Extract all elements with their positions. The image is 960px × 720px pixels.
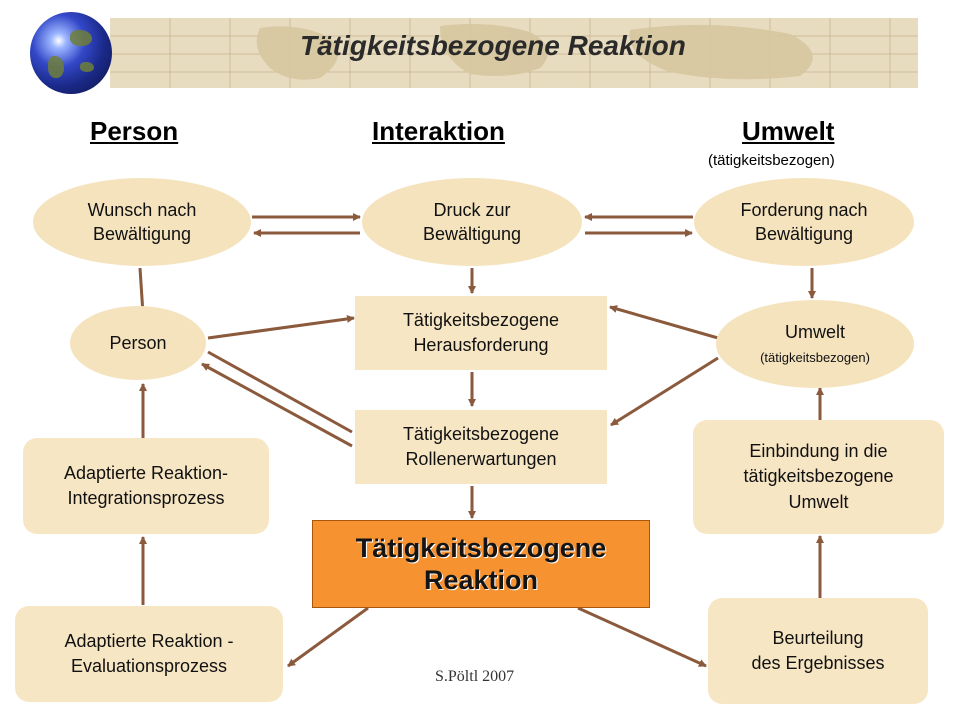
node-integrationsprozess: Adaptierte Reaktion- Integrationsprozess	[23, 438, 269, 534]
node-label: Reaktion	[423, 565, 539, 595]
arrow-umwelt-to-herausforderung	[609, 305, 719, 340]
arrow-rollen-to-person	[201, 362, 353, 448]
column-subheader-umwelt: (tätigkeitsbezogen)	[708, 152, 835, 169]
node-label: Druck zur	[433, 199, 511, 220]
column-header-person: Person	[90, 116, 179, 146]
column-header-umwelt: Umwelt	[742, 116, 835, 146]
arrow-reaktion-to-evaluation	[287, 606, 369, 668]
node-label: Evaluationsprozess	[70, 656, 228, 676]
arrow-person-to-herausforderung	[207, 314, 355, 340]
node-label: Tätigkeitsbezogene	[355, 532, 607, 563]
node-label: Herausforderung	[413, 335, 549, 355]
node-label: Adaptierte Reaktion -	[64, 630, 234, 651]
node-evaluationsprozess: Adaptierte Reaktion - Evaluationsprozess	[15, 606, 283, 702]
node-sublabel: (tätigkeitsbezogen)	[760, 350, 870, 365]
node-label: Umwelt	[788, 491, 849, 512]
node-label: Adaptierte Reaktion-	[63, 462, 229, 483]
page-title: Tätigkeitsbezogene Reaktion	[300, 30, 686, 61]
node-label: Einbindung in die	[749, 441, 888, 462]
node-label: Forderung nach	[740, 199, 868, 220]
node-label: Bewältigung	[754, 224, 854, 244]
arrow-umwelt-to-rollen	[610, 356, 719, 427]
node-umwelt: Umwelt (tätigkeitsbezogen)	[716, 300, 914, 388]
node-beurteilung: Beurteilung des Ergebnisses	[708, 598, 928, 704]
author-credit: S.Pöltl 2007	[435, 668, 515, 685]
arrow-reaktion-to-beurteilung	[577, 606, 707, 668]
node-label: Rollenerwartungen	[405, 449, 557, 469]
node-label: Tätigkeitsbezogene	[402, 423, 560, 444]
map-grid-background	[110, 18, 918, 88]
node-label: Beurteilung	[772, 627, 864, 648]
node-label: tätigkeitsbezogene	[743, 466, 894, 487]
node-label: des Ergebnisses	[751, 653, 885, 673]
node-label: Bewältigung	[92, 224, 192, 244]
node-label: Bewältigung	[422, 224, 522, 244]
node-label: Wunsch nach	[87, 199, 197, 220]
node-label: Umwelt	[784, 321, 845, 342]
title-banner	[110, 18, 918, 88]
arrow-person-to-rollen	[207, 350, 353, 434]
column-header-interaktion: Interaktion	[372, 116, 505, 146]
node-label: Tätigkeitsbezogene	[402, 309, 560, 330]
globe-icon	[30, 12, 112, 94]
node-label: Integrationsprozess	[67, 488, 225, 508]
node-person: Person	[70, 306, 206, 380]
node-label: Person	[109, 332, 167, 353]
